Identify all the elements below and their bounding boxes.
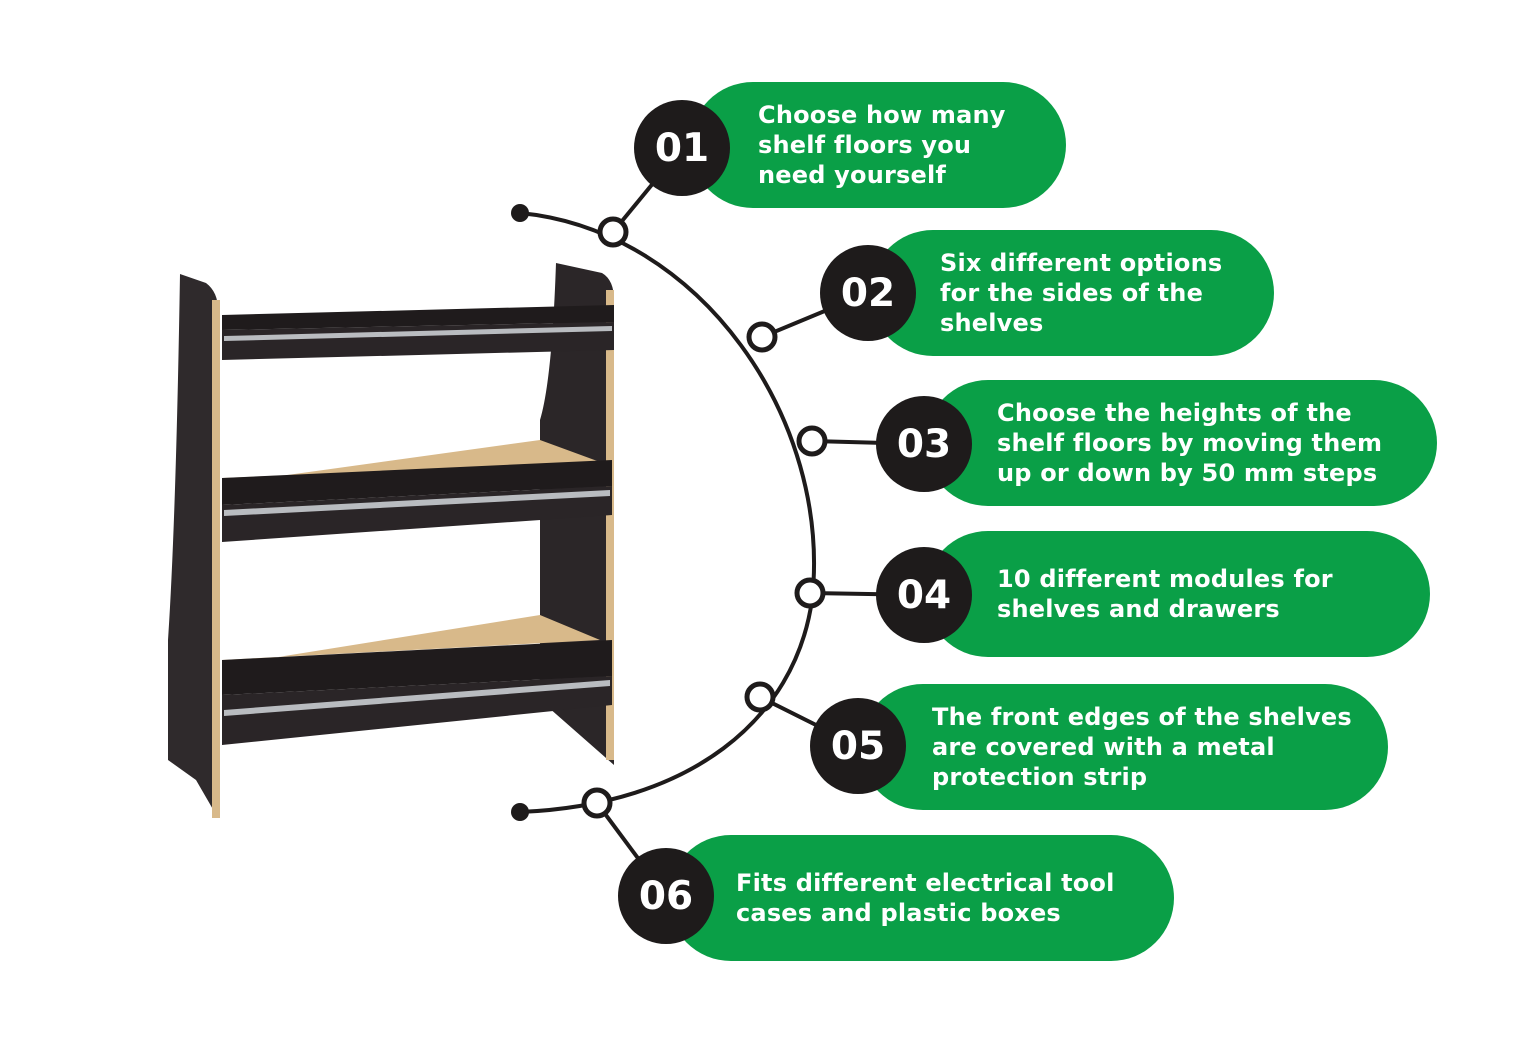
feature-number-04: 04	[876, 547, 972, 643]
arc-node-6	[581, 787, 613, 819]
arc-node-2	[746, 321, 778, 353]
feature-pill-05: The front edges of the shelves are cover…	[860, 684, 1388, 810]
shelf-left-panel	[168, 274, 220, 818]
shelf-tier-top	[222, 305, 614, 360]
feature-text: Six different options for the sides of t…	[940, 249, 1223, 337]
feature-text: 10 different modules for shelves and dra…	[997, 565, 1333, 623]
feature-text: Choose how many shelf floors you need yo…	[758, 101, 1006, 189]
feature-number-05: 05	[810, 698, 906, 794]
feature-pill-02: Six different options for the sides of t…	[870, 230, 1274, 356]
feature-number-06: 06	[618, 848, 714, 944]
feature-number-02: 02	[820, 245, 916, 341]
feature-text: The front edges of the shelves are cover…	[932, 703, 1352, 791]
feature-pill-06: Fits different electrical tool cases and…	[668, 835, 1174, 961]
shelving-unit-illustration	[168, 263, 614, 818]
feature-number-01: 01	[634, 100, 730, 196]
arc-end-dot	[511, 803, 529, 821]
arc-node-4	[794, 577, 826, 609]
connector-arc	[519, 211, 816, 814]
feature-text: Fits different electrical tool cases and…	[736, 869, 1115, 927]
arc-start-dot	[511, 204, 529, 222]
arc-node-5	[744, 681, 776, 713]
shelf-tier-middle	[222, 440, 612, 542]
feature-number-03: 03	[876, 396, 972, 492]
feature-pill-03: Choose the heights of the shelf floors b…	[925, 380, 1437, 506]
feature-text: Choose the heights of the shelf floors b…	[997, 399, 1383, 487]
feature-pill-01: Choose how many shelf floors you need yo…	[690, 82, 1066, 208]
arc-node-1	[597, 216, 629, 248]
arc-node-3	[796, 425, 828, 457]
shelf-tier-bottom	[222, 615, 612, 745]
feature-pill-04: 10 different modules for shelves and dra…	[925, 531, 1430, 657]
